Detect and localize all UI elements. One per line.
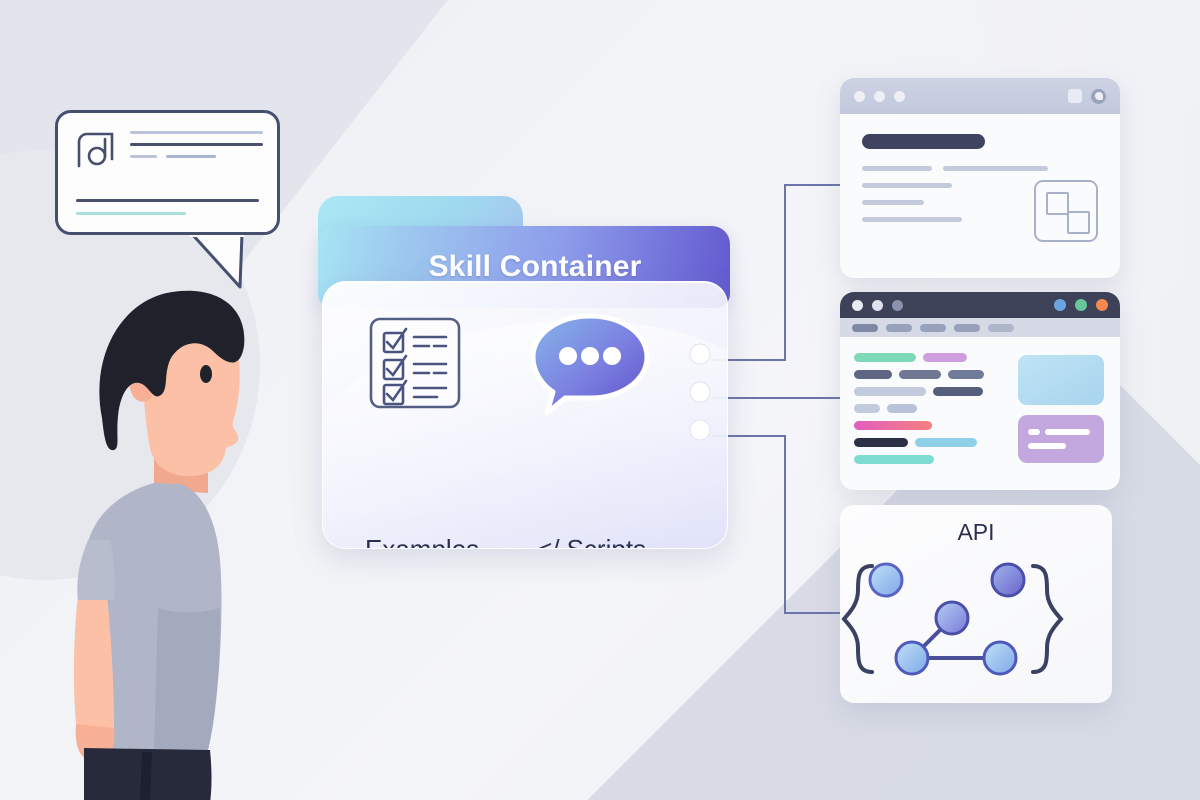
code-editor-body (840, 337, 1120, 490)
action-dot-blue[interactable] (1054, 299, 1066, 311)
note-bubble-footer (76, 199, 259, 215)
document-note-icon (77, 132, 114, 168)
preview-panel-blue (1018, 355, 1104, 405)
traffic-dot[interactable] (852, 299, 863, 311)
browser-traffic-lights (854, 90, 905, 102)
api-card-title: API (957, 519, 995, 545)
browser-heading-bar (862, 134, 985, 149)
camera-icon[interactable] (1091, 88, 1106, 104)
checklist-icon[interactable] (367, 315, 463, 411)
editor-tab[interactable] (988, 323, 1014, 332)
action-dot-orange[interactable] (1096, 299, 1108, 311)
folder-body: Examples </ Scripts (322, 281, 728, 549)
api-card[interactable]: API (840, 505, 1112, 703)
folder-label-row: Examples </ Scripts (365, 534, 647, 549)
browser-card[interactable] (840, 78, 1120, 278)
code-action-dots (1054, 299, 1108, 311)
connector-dots (689, 343, 711, 441)
browser-window-controls (1068, 88, 1106, 104)
chat-bubble-icon[interactable] (525, 308, 655, 418)
note-bubble (55, 110, 280, 289)
image-placeholder-icon (1034, 180, 1098, 242)
editor-tab[interactable] (852, 323, 878, 332)
code-lines (854, 353, 994, 464)
note-bubble-body (55, 110, 280, 235)
traffic-dot[interactable] (894, 90, 905, 102)
connector-lines (712, 184, 865, 614)
square-icon[interactable] (1068, 89, 1082, 103)
traffic-dot[interactable] (874, 90, 885, 102)
folder-label-examples: Examples (365, 534, 480, 549)
folder-icon-row (367, 308, 655, 418)
browser-content (840, 114, 1120, 242)
browser-text-rows (862, 166, 1098, 222)
code-traffic-lights (852, 299, 903, 311)
traffic-dot[interactable] (872, 299, 883, 311)
code-tag-icon: </ (537, 534, 560, 549)
api-graph-icon (841, 562, 1064, 676)
action-dot-green[interactable] (1075, 299, 1087, 311)
editor-tab[interactable] (954, 323, 980, 332)
preview-panel-purple (1018, 415, 1104, 463)
browser-titlebar (840, 78, 1120, 114)
traffic-dot[interactable] (854, 90, 865, 102)
traffic-dot[interactable] (892, 299, 903, 311)
code-editor-tabbar (840, 318, 1120, 337)
editor-tab[interactable] (920, 323, 946, 332)
editor-tab[interactable] (886, 323, 912, 332)
code-editor-titlebar (840, 292, 1120, 318)
person-profile (73, 290, 245, 800)
folder-label-scripts: Scripts (566, 534, 647, 549)
folder-label-scripts-wrap: </ Scripts (537, 534, 647, 549)
code-editor-card[interactable] (840, 292, 1120, 490)
skill-container-folder[interactable]: Skill Container (318, 196, 730, 552)
note-bubble-lines (130, 131, 263, 167)
folder-title: Skill Container (428, 250, 642, 283)
